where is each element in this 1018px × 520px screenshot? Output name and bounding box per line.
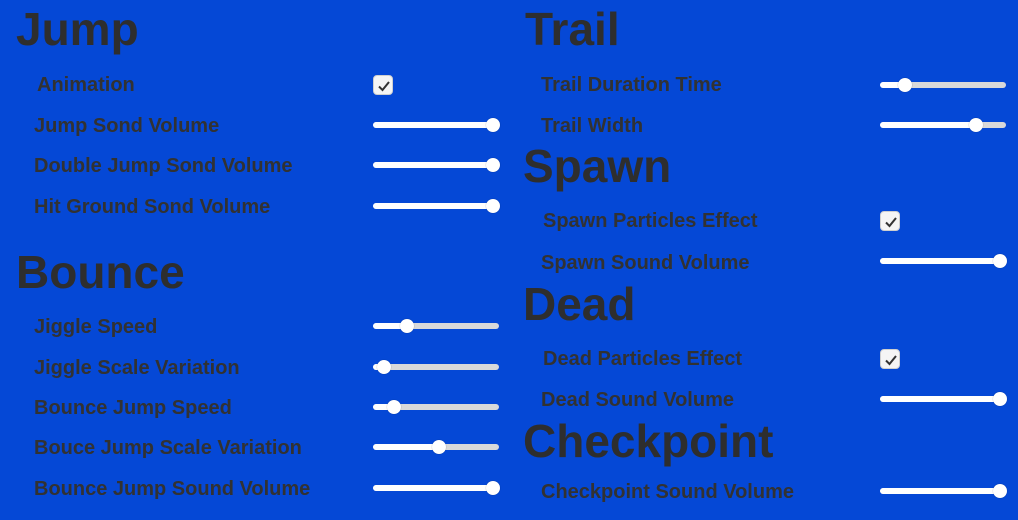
slider-handle[interactable] (898, 78, 913, 92)
slider-track (373, 323, 499, 329)
animation-checkbox[interactable] (373, 75, 393, 95)
spawn-particles-effect-checkbox[interactable] (880, 211, 900, 231)
dead-sound-volume-label: Dead Sound Volume (541, 389, 734, 411)
hit-ground-sound-volume-label: Hit Ground Sond Volume (34, 196, 271, 218)
slider-fill (373, 323, 408, 329)
slider-track (373, 485, 499, 491)
slider-handle[interactable] (485, 118, 500, 132)
slider-fill (880, 82, 906, 88)
bounce-jump-speed-slider[interactable] (373, 400, 499, 414)
slider-track (880, 396, 1006, 402)
trail-width-slider[interactable] (880, 118, 1006, 132)
slider-handle[interactable] (400, 319, 415, 333)
animation-label: Animation (37, 74, 135, 96)
slider-handle[interactable] (992, 392, 1007, 406)
slider-handle[interactable] (485, 158, 500, 172)
trail-width-label: Trail Width (541, 115, 644, 137)
checkpoint-section-title: Checkpoint (523, 415, 774, 467)
slider-fill (373, 122, 493, 128)
slider-track (373, 364, 499, 370)
bounce-section-title: Bounce (16, 246, 185, 298)
slider-track (880, 82, 1006, 88)
slider-fill (880, 488, 1000, 494)
slider-handle[interactable] (431, 440, 446, 454)
jiggle-scale-variation-slider[interactable] (373, 360, 499, 374)
jump-sound-volume-slider[interactable] (373, 118, 500, 132)
trail-duration-time-slider[interactable] (880, 78, 1006, 92)
double-jump-sound-volume-label: Double Jump Sond Volume (34, 155, 293, 177)
bounce-jump-scale-variation-slider[interactable] (373, 440, 499, 454)
spawn-section-title: Spawn (523, 140, 672, 192)
slider-fill (880, 258, 1000, 264)
slider-track (373, 162, 499, 168)
bounce-jump-sound-volume-label: Bounce Jump Sound Volume (34, 478, 311, 500)
slider-track (373, 122, 499, 128)
slider-handle[interactable] (968, 118, 983, 132)
slider-track (373, 404, 499, 410)
checkmark-icon (885, 355, 897, 366)
slider-track (880, 122, 1006, 128)
double-jump-sound-volume-slider[interactable] (373, 158, 500, 172)
jiggle-speed-label: Jiggle Speed (34, 316, 158, 338)
slider-fill (373, 485, 493, 491)
slider-handle[interactable] (387, 400, 402, 414)
jiggle-speed-slider[interactable] (373, 319, 499, 333)
jiggle-scale-variation-label: Jiggle Scale Variation (34, 357, 240, 379)
bounce-jump-scale-variation-label: Bouce Jump Scale Variation (34, 437, 302, 459)
checkmark-icon (885, 217, 897, 228)
dead-sound-volume-slider[interactable] (880, 392, 1007, 406)
dead-particles-effect-label: Dead Particles Effect (543, 348, 742, 370)
checkmark-icon (378, 81, 390, 92)
slider-fill (880, 396, 1000, 402)
hit-ground-sound-volume-slider[interactable] (373, 199, 500, 213)
slider-handle[interactable] (992, 254, 1007, 268)
slider-track (880, 258, 1006, 264)
spawn-particles-effect-label: Spawn Particles Effect (543, 210, 758, 232)
bounce-jump-sound-volume-slider[interactable] (373, 481, 500, 495)
slider-track (373, 203, 499, 209)
trail-section-title: Trail (525, 3, 620, 55)
spawn-sound-volume-slider[interactable] (880, 254, 1007, 268)
slider-fill (373, 444, 439, 450)
slider-fill (373, 404, 395, 410)
slider-track (880, 488, 1006, 494)
trail-duration-time-label: Trail Duration Time (541, 74, 722, 96)
slider-fill (880, 122, 976, 128)
slider-fill (373, 162, 493, 168)
dead-particles-effect-checkbox[interactable] (880, 349, 900, 369)
checkpoint-sound-volume-slider[interactable] (880, 484, 1007, 498)
dead-section-title: Dead (523, 278, 636, 330)
checkpoint-sound-volume-label: Checkpoint Sound Volume (541, 481, 794, 503)
spawn-sound-volume-label: Spawn Sound Volume (541, 252, 750, 274)
slider-handle[interactable] (377, 360, 392, 374)
bounce-jump-speed-label: Bounce Jump Speed (34, 397, 232, 419)
slider-fill (373, 203, 493, 209)
slider-handle[interactable] (485, 481, 500, 495)
jump-sound-volume-label: Jump Sond Volume (34, 115, 220, 137)
slider-handle[interactable] (992, 484, 1007, 498)
slider-handle[interactable] (485, 199, 500, 213)
jump-section-title: Jump (16, 3, 139, 55)
